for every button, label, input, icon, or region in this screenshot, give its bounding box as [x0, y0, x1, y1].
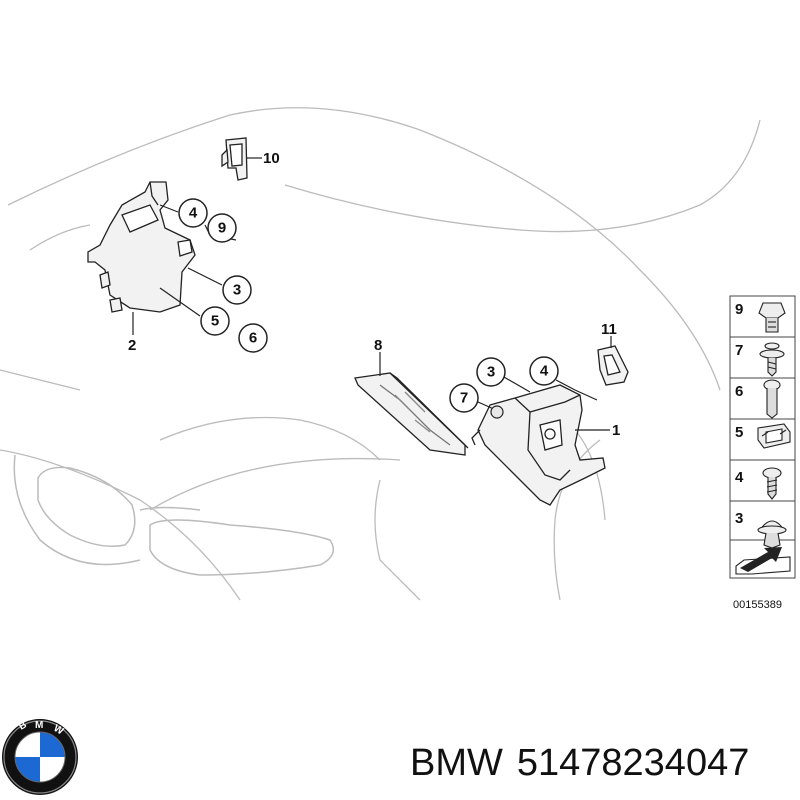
part-11-bracket	[597, 345, 629, 386]
svg-text:5: 5	[211, 313, 219, 330]
svg-text:4: 4	[540, 363, 549, 380]
fastener-4-tapping-screw	[762, 467, 782, 500]
kidney-grille-left	[13, 454, 141, 566]
svg-text:9: 9	[218, 220, 226, 237]
legend-label-3: 3	[735, 510, 743, 527]
part-label-2: 2	[128, 337, 136, 354]
part-label-10: 10	[263, 150, 280, 167]
svg-text:6: 6	[249, 330, 257, 347]
legend-label-5: 5	[735, 424, 743, 441]
legend-label-4: 4	[735, 469, 744, 486]
part-1-bracket	[471, 384, 606, 506]
part-caption: BMW 51478234047	[410, 738, 795, 788]
part-label-1: 1	[612, 422, 620, 439]
part-label-8: 8	[374, 337, 382, 354]
part-8-long-trim	[354, 372, 469, 456]
svg-text:7: 7	[460, 390, 468, 407]
fastener-9-clip-nut	[758, 302, 786, 333]
bmw-logo: B M W	[2, 719, 78, 795]
callout-4-mid: 4	[529, 356, 559, 386]
callout-4-top: 4	[178, 198, 208, 228]
brand-name: BMW	[410, 742, 503, 784]
callout-3-top: 3	[222, 275, 252, 305]
svg-text:3: 3	[487, 364, 495, 381]
legend-label-7: 7	[735, 342, 743, 359]
diagram-code: 00155389	[733, 599, 782, 611]
part-2-trim-panel	[87, 181, 196, 313]
headlight-outline	[139, 506, 335, 576]
fastener-6-bolt	[763, 379, 781, 419]
fastener-3-push-clip	[757, 520, 787, 549]
legend-label-9: 9	[735, 301, 743, 318]
fastener-7-screw-washer	[759, 342, 785, 377]
callout-5-top: 5	[200, 306, 230, 336]
fastener-legend: 9 7 6 5 4 3	[729, 295, 796, 579]
clip-screw-head	[490, 405, 504, 419]
callout-6-top: 6	[238, 323, 268, 353]
fastener-5-spring-nut	[757, 423, 791, 449]
callout-7-mid: 7	[449, 383, 479, 413]
callout-3-mid: 3	[476, 357, 506, 387]
part-label-11: 11	[601, 321, 617, 338]
legend-label-6: 6	[735, 383, 743, 400]
svg-text:4: 4	[189, 205, 198, 222]
part-number: 51478234047	[516, 742, 750, 784]
svg-text:M: M	[35, 720, 43, 731]
callout-9-top: 9	[207, 213, 237, 243]
part-10-bracket	[221, 137, 248, 181]
svg-text:B: B	[17, 719, 29, 732]
arrow-symbol-icon	[735, 547, 791, 575]
svg-text:3: 3	[233, 282, 241, 299]
